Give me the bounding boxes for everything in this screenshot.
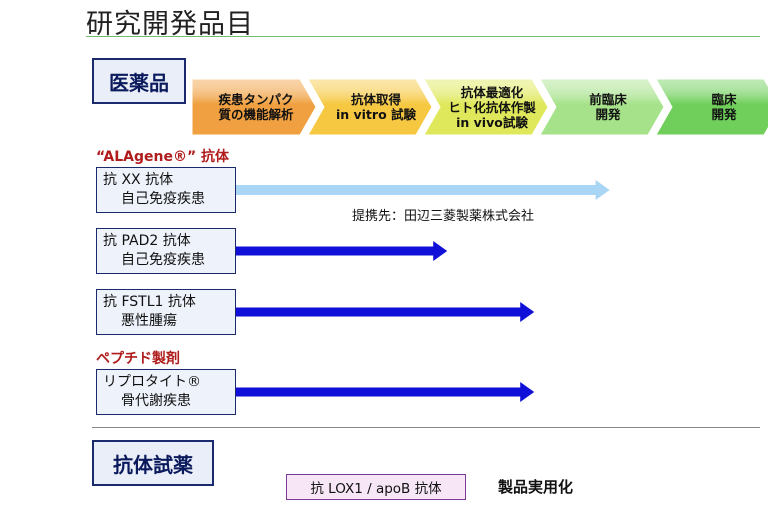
item-box-xx: 抗 XX 抗体 自己免疫疾患 xyxy=(96,167,236,213)
progress-arrow-xx xyxy=(236,180,610,200)
group-alagene-title: “ALAgene®” 抗体 xyxy=(96,149,230,165)
item-indication: 自己免疫疾患 xyxy=(121,252,205,268)
group-peptide-title: ペプチド製剤 xyxy=(96,351,180,367)
section-divider xyxy=(92,427,760,428)
stage-chevron-5: 臨床 開発 xyxy=(656,79,768,135)
title-underline xyxy=(86,36,760,37)
section-reagents-label: 抗体試薬 xyxy=(92,440,214,486)
stage-label: 臨床 開発 xyxy=(711,92,737,122)
item-box-fstl1: 抗 FSTL1 抗体 悪性腫瘍 xyxy=(96,289,236,335)
stage-label: 抗体最適化 ヒト化抗体作製 in vivo試験 xyxy=(448,84,536,130)
stage-chevron-2: 抗体取得 in vitro 試験 xyxy=(308,79,432,135)
item-box-pad2: 抗 PAD2 抗体 自己免疫疾患 xyxy=(96,228,236,274)
stage-chevron-4: 前臨床 開発 xyxy=(540,79,664,135)
stage-label: 抗体取得 in vitro 試験 xyxy=(335,92,417,122)
item-indication: 自己免疫疾患 xyxy=(121,191,205,207)
section-pharma-label: 医薬品 xyxy=(92,58,186,104)
item-name: 抗 PAD2 抗体 xyxy=(103,233,191,249)
item-indication: 骨代謝疾患 xyxy=(121,393,191,409)
stage-chevron-1: 疾患タンパク 質の機能解析 xyxy=(192,79,316,135)
item-box-reprotite: リプロタイト® 骨代謝疾患 xyxy=(96,369,236,415)
item-name: 抗 FSTL1 抗体 xyxy=(103,294,196,310)
stage-label: 疾患タンパク 質の機能解析 xyxy=(218,92,294,122)
reagent-status: 製品実用化 xyxy=(498,478,574,496)
stage-chevron-3: 抗体最適化 ヒト化抗体作製 in vivo試験 xyxy=(424,79,548,135)
reagent-item-box: 抗 LOX1 / apoB 抗体 xyxy=(286,474,466,500)
stage-label: 前臨床 開発 xyxy=(589,92,627,122)
progress-arrow-pad2 xyxy=(236,241,448,261)
progress-arrow-fstl1 xyxy=(236,302,535,322)
page-title: 研究開発品目 xyxy=(86,9,254,40)
item-name: リプロタイト® xyxy=(103,374,201,390)
progress-arrow-reprotite xyxy=(236,382,535,402)
item-name: 抗 XX 抗体 xyxy=(103,172,174,188)
partner-note: 提携先：田辺三菱製薬株式会社 xyxy=(352,209,535,224)
item-indication: 悪性腫瘍 xyxy=(121,313,177,329)
